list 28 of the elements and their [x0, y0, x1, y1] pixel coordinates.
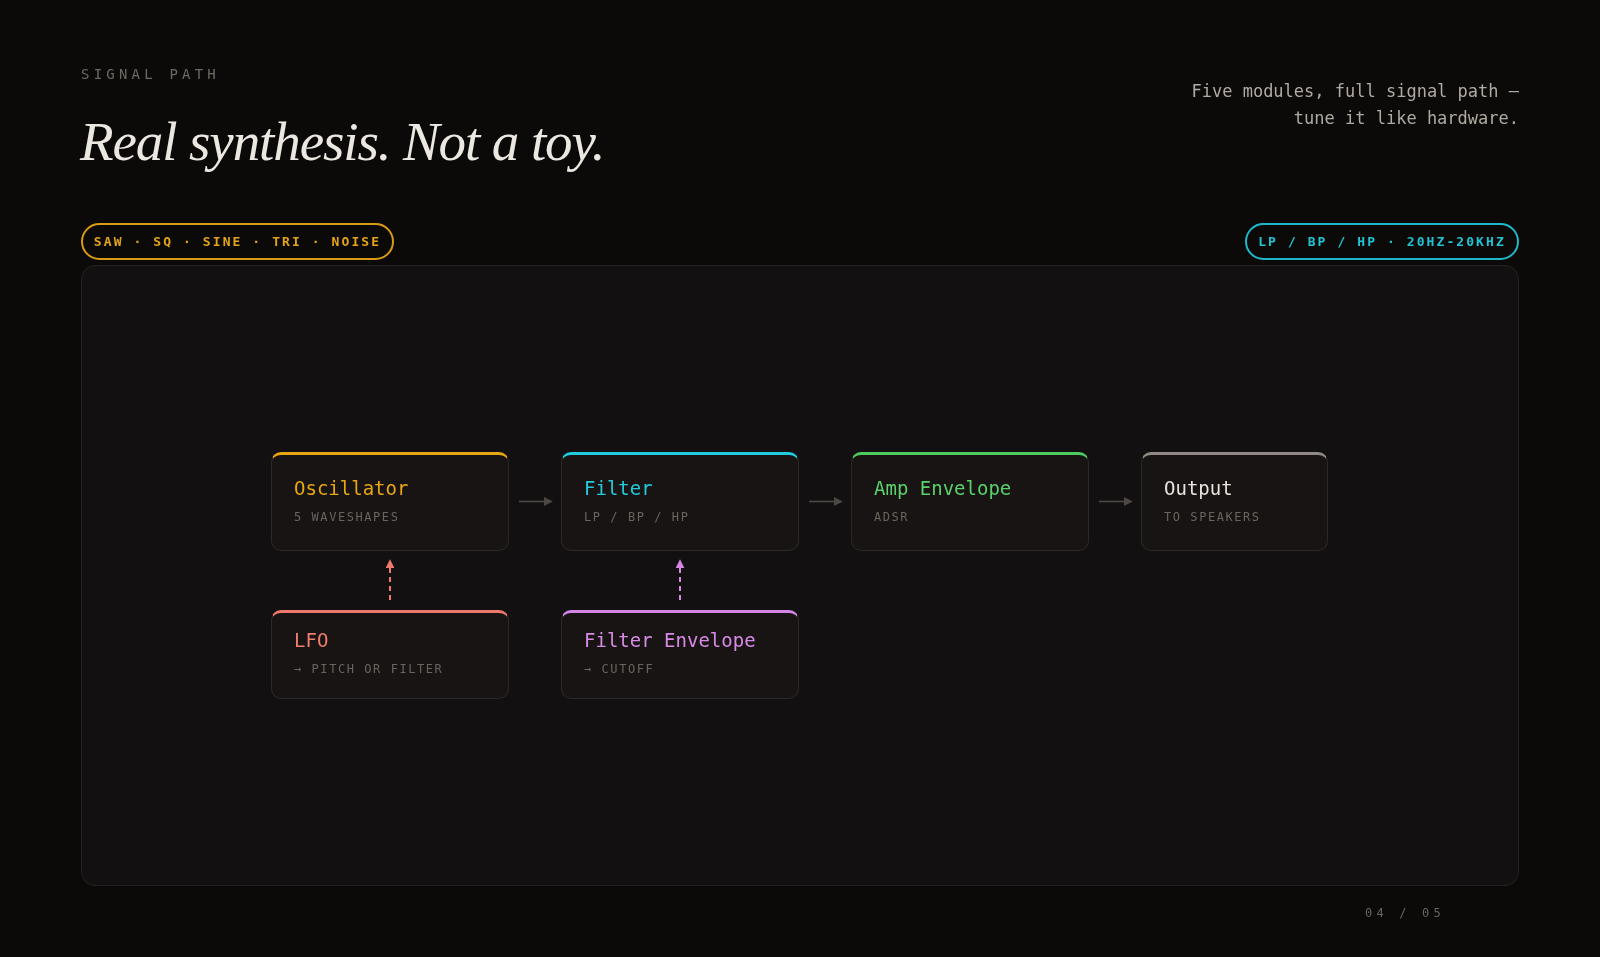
signal-arrow [518, 497, 553, 506]
module-title: Filter [584, 476, 653, 500]
module-subtitle: TO SPEAKERS [1164, 509, 1261, 525]
module-card [1141, 452, 1328, 551]
module-subtitle: ADSR [874, 509, 910, 525]
module-subtitle: LP / BP / HP [584, 509, 690, 525]
signal-arrow [1098, 497, 1133, 506]
module-card [271, 452, 509, 551]
signal-arrow [808, 497, 843, 506]
module-subtitle: → CUTOFF [584, 661, 655, 677]
module-title: Amp Envelope [874, 476, 1012, 500]
module-subtitle: → PITCH OR FILTER [294, 661, 444, 677]
module-subtitle: 5 WAVESHAPES [294, 509, 400, 525]
modulation-arrow [385, 559, 395, 601]
module-title: Oscillator [294, 476, 409, 500]
module-card [271, 610, 509, 699]
eyebrow-label: SIGNAL PATH [81, 65, 220, 83]
modulation-arrow [675, 559, 685, 601]
module-card [561, 452, 799, 551]
module-card [851, 452, 1089, 551]
module-title: Filter Envelope [584, 628, 756, 652]
module-title: LFO [294, 628, 329, 652]
module-card [561, 610, 799, 699]
page-number: 04 / 05 [1365, 905, 1445, 922]
waveform-tag: SAW · SQ · SINE · TRI · NOISE [81, 223, 394, 260]
module-title: Output [1164, 476, 1233, 500]
tagline-text: Five modules, full signal path — tune it like hardware. [1190, 80, 1519, 130]
filter-range-tag: LP / BP / HP · 20HZ-20KHZ [1245, 223, 1519, 260]
